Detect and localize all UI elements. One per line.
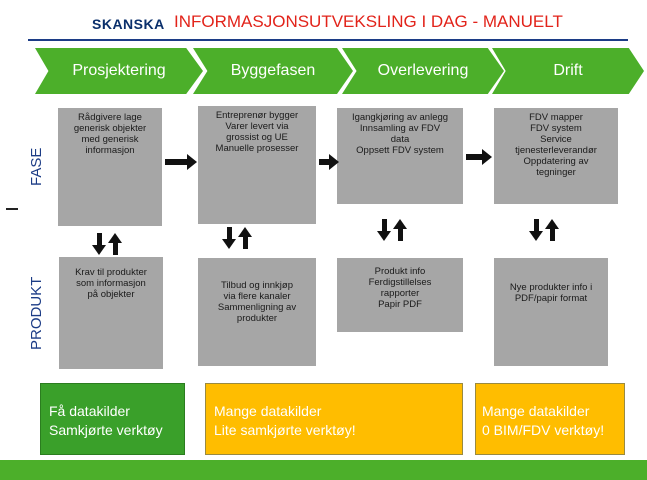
footer-bar [0,460,647,480]
phase-chevron-overlevering: Overlevering [342,48,504,94]
row-label-produkt: PRODUKT [28,276,45,350]
box-line: Papir PDF [378,299,422,310]
box-line: Rådgivere lage [78,112,142,123]
box-line: Manuelle prosesser [215,143,299,154]
produkt-box-byggefasen: Tilbud og innkjøp via flere kanaler Samm… [198,258,316,366]
box-line: via flere kanaler [223,291,291,302]
box-line: Igangkjøring av anlegg [351,112,449,123]
up-down-arrows-icon [92,233,124,257]
summary-line: Samkjørte verktøy [49,422,163,438]
box-line: data [390,134,410,145]
row-label-fase: FASE [28,147,45,186]
summary-box-prosjektering: Få datakilder Samkjørte verktøy [40,383,185,455]
phase-chevron-drift: Drift [492,48,644,94]
box-line: generisk objekter [73,123,147,134]
right-arrow-icon [165,154,197,170]
up-down-arrows-icon [377,219,409,243]
fase-box-overlevering: Igangkjøring av anlegg Innsamling av FDV… [337,108,463,204]
box-line: FDV system [530,123,582,134]
box-line: Oppsett FDV system [356,145,444,156]
box-line: informasjon [85,145,135,156]
right-arrow-icon [466,149,492,165]
box-line: som informasjon [76,278,146,289]
summary-box-bygg-overlevering: Mange datakilder Lite samkjørte verktøy! [205,383,463,455]
box-line: PDF/papir format [514,293,588,304]
side-tick-mark [6,208,18,210]
box-line: tegninger [536,167,576,178]
right-arrow-icon [319,154,339,170]
box-line: rapporter [380,288,420,299]
title-divider [28,39,628,41]
fase-box-byggefasen: Entreprenør bygger Varer levert via gros… [198,106,316,224]
box-line: grossist og UE [226,132,288,143]
produkt-box-prosjektering: Krav til produkter som informasjon på ob… [59,257,163,369]
box-line: på objekter [87,289,135,300]
summary-line: Få datakilder [49,403,130,419]
box-line: produkter [236,313,278,324]
skanska-logo: SKANSKA [92,16,165,32]
summary-line: Lite samkjørte verktøy! [214,422,356,438]
summary-line: Mange datakilder [482,403,590,419]
produkt-box-drift: Nye produkter info i PDF/papir format [494,258,608,366]
header: SKANSKA INFORMASJONSUTVEKSLING I DAG - M… [0,0,647,38]
box-line: med generisk [81,134,139,145]
box-line: Oppdatering av [523,156,589,167]
box-line: Krav til produkter [75,267,147,278]
box-line: Varer levert via [225,121,289,132]
box-line: Entreprenør bygger [215,110,299,121]
summary-line: Mange datakilder [214,403,322,419]
box-line: FDV mapper [529,112,583,123]
summary-box-drift: Mange datakilder 0 BIM/FDV verktøy! [475,383,625,455]
up-down-arrows-icon [529,219,561,243]
fase-box-drift: FDV mapper FDV system Service tjenesterl… [494,108,618,204]
fase-box-prosjektering: Rådgivere lage generisk objekter med gen… [58,108,162,226]
phase-chevron-byggefasen: Byggefasen [193,48,353,94]
box-line: Ferdigstillelses [368,277,432,288]
box-line: Service [540,134,572,145]
box-line: Sammenligning av [217,302,297,313]
box-line: Tilbud og innkjøp [221,280,293,291]
phase-chevron-prosjektering: Prosjektering [35,48,203,94]
produkt-box-overlevering: Produkt info Ferdigstillelses rapporter … [337,258,463,332]
box-line: Innsamling av FDV [359,123,441,134]
up-down-arrows-icon [222,227,254,251]
summary-line: 0 BIM/FDV verktøy! [482,422,605,438]
slide-title: INFORMASJONSUTVEKSLING I DAG - MANUELT [174,12,563,31]
box-line: Produkt info [374,266,426,277]
box-line: Nye produkter info i [509,282,593,293]
box-line: tjenesterleverandør [515,145,597,156]
phase-chevrons: Prosjektering Byggefasen Overlevering Dr… [0,48,647,94]
